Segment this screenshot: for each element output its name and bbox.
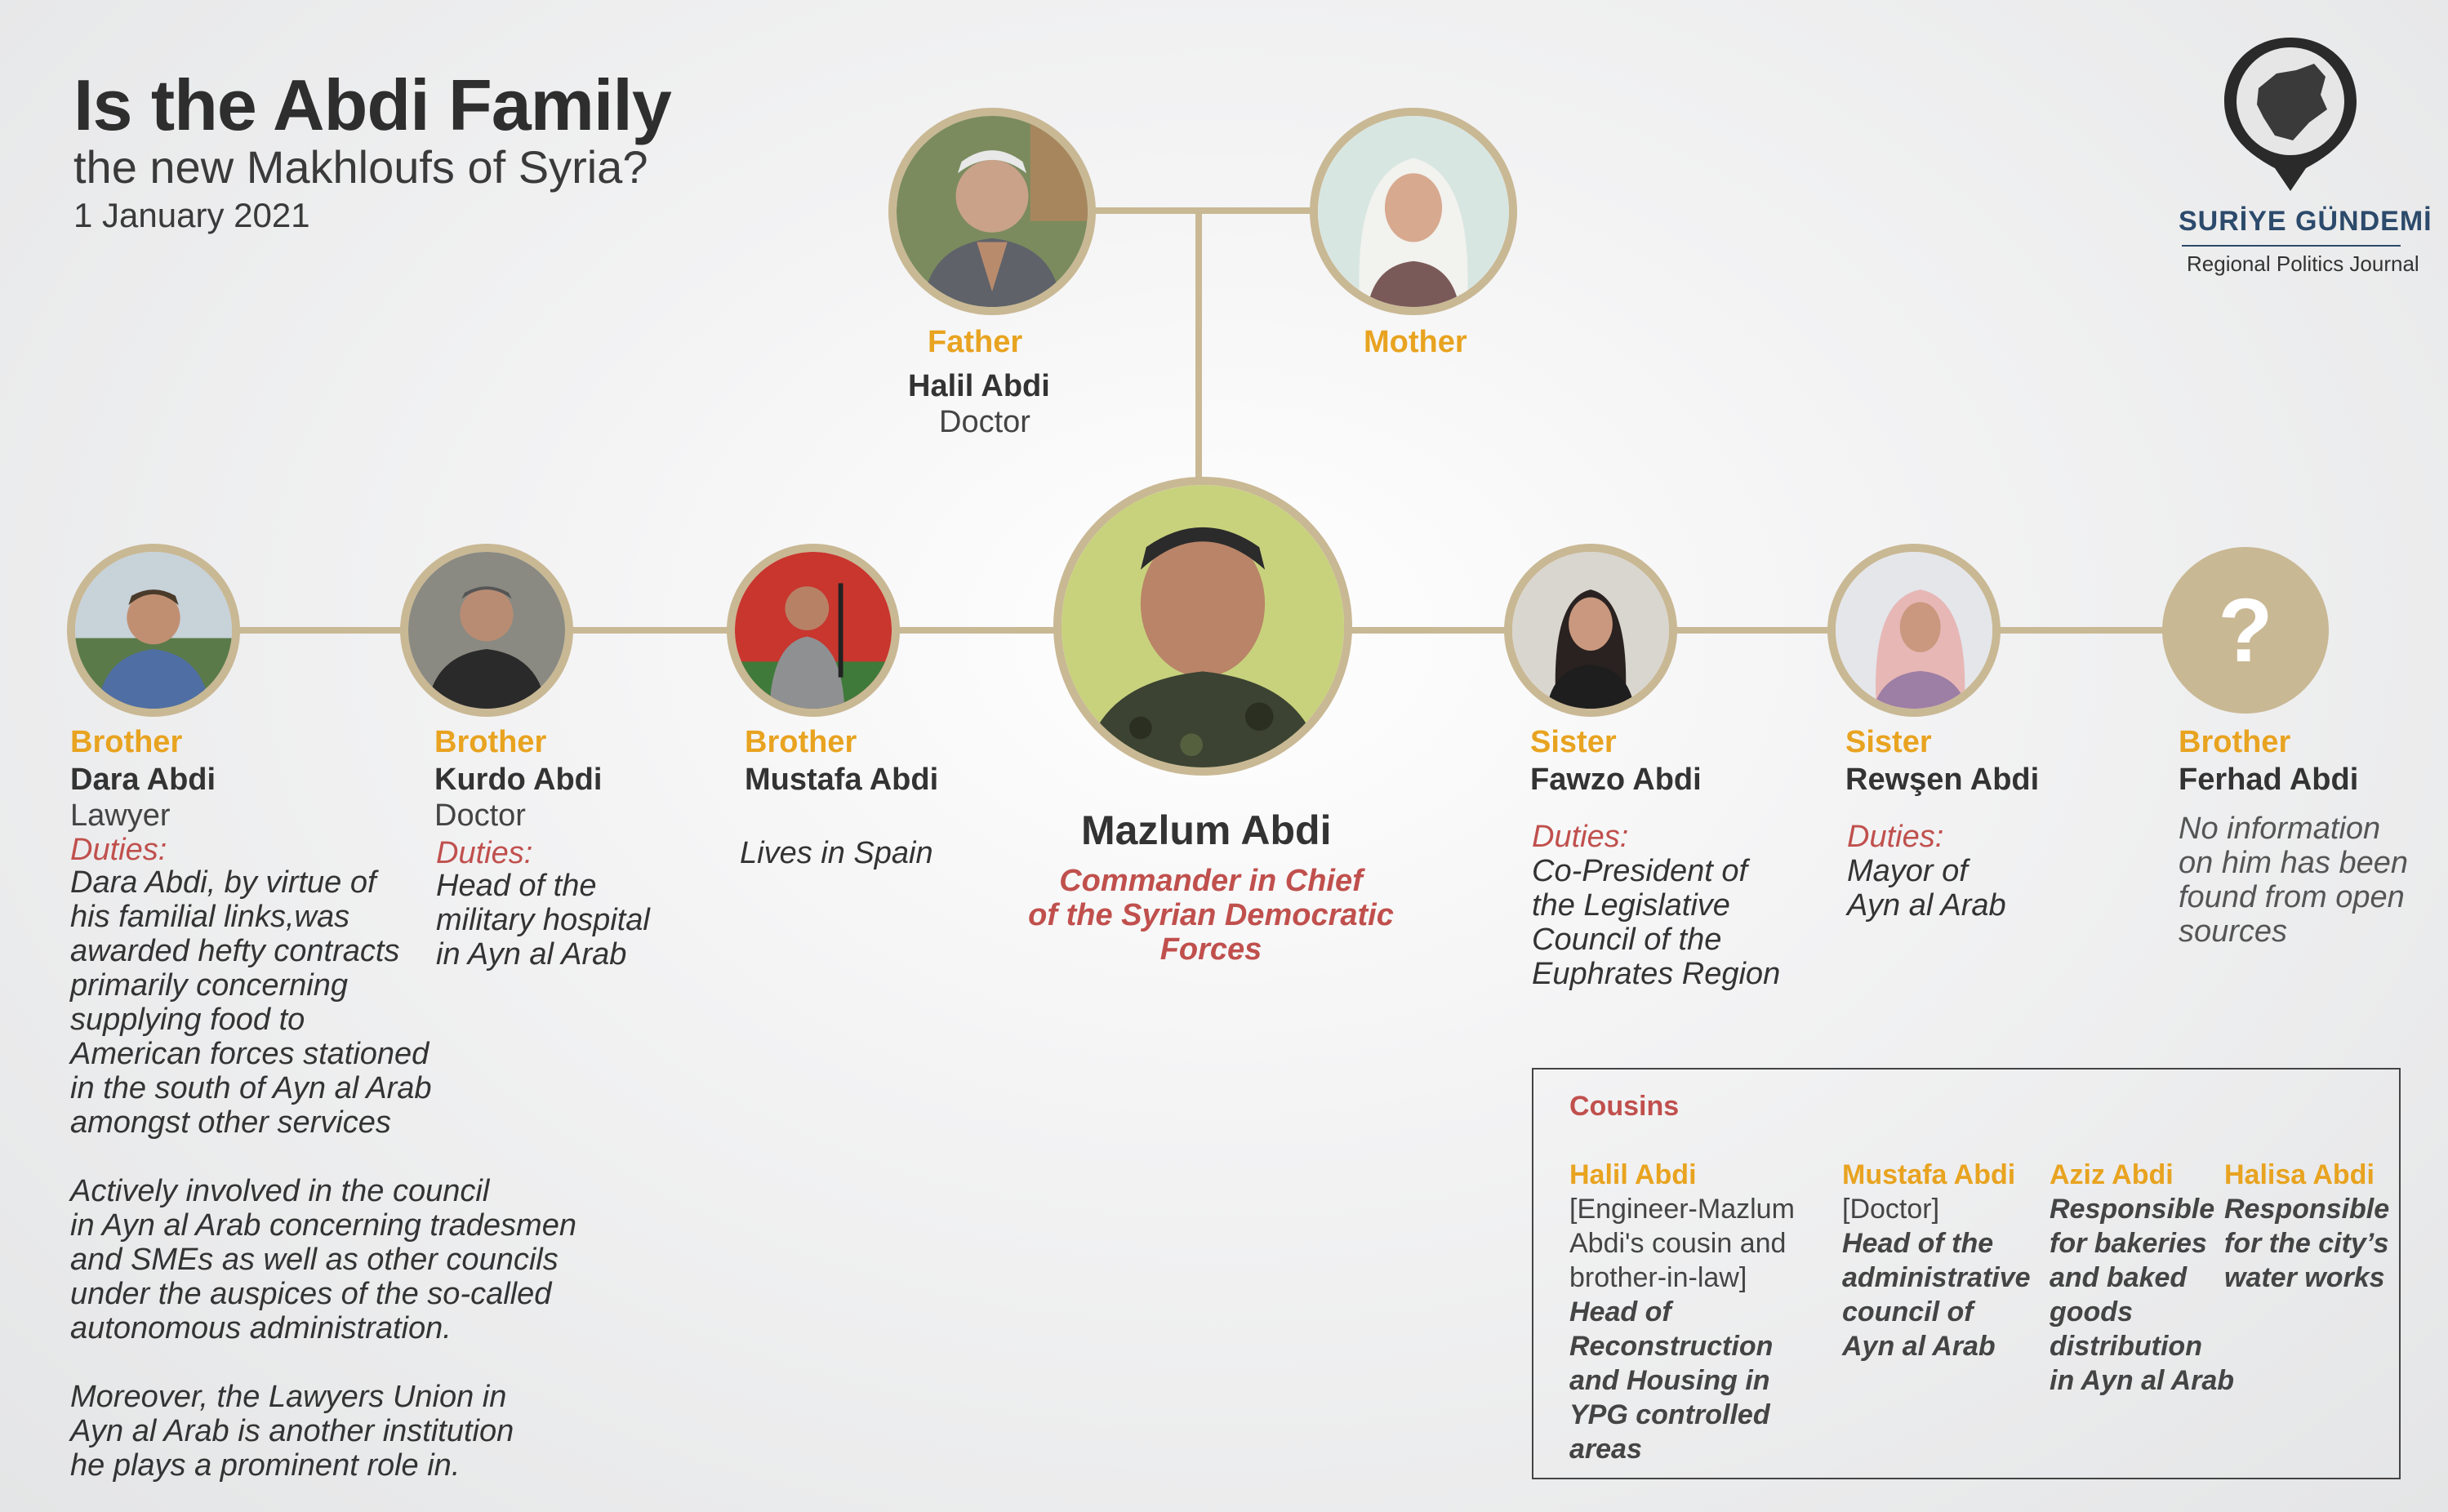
- ferhad-name: Ferhad Abdi: [2179, 763, 2359, 797]
- mustafa-abdi-photo: [727, 544, 900, 717]
- rewsen-name: Rewşen Abdi: [1845, 763, 2040, 797]
- kurdo-role: Brother: [434, 725, 547, 759]
- cousin-duty: Responsible for the city’s water works: [2224, 1192, 2396, 1295]
- fawzo-role: Sister: [1530, 725, 1617, 759]
- dara-duties-text: Dara Abdi, by virtue of his familial lin…: [70, 865, 576, 1483]
- parents-connector: [1091, 207, 1323, 214]
- rewsen-portrait-icon: [1836, 552, 1992, 709]
- rewsen-role: Sister: [1845, 725, 1932, 759]
- father-name: Halil Abdi: [908, 369, 1050, 403]
- father-job: Doctor: [939, 405, 1030, 439]
- father-photo: [888, 108, 1096, 315]
- kurdo-abdi-photo: [400, 544, 573, 717]
- cousin-name: Aziz Abdi: [2050, 1159, 2174, 1190]
- cousin-duty-text: Responsible for bakeries and baked goods…: [2050, 1194, 2235, 1396]
- mazlum-abdi-photo: [1053, 477, 1352, 776]
- cousin-name: Mustafa Abdi: [1842, 1159, 2016, 1190]
- mother-portrait-icon: [1318, 116, 1509, 307]
- mustafa-role: Brother: [745, 725, 857, 759]
- map-pin-logo-icon: [2224, 38, 2357, 191]
- cousins-heading: Cousins: [1569, 1091, 1680, 1122]
- cousin-duty: Head of Reconstruction and Housing in YP…: [1569, 1295, 1823, 1466]
- center-name: Mazlum Abdi: [1081, 807, 1332, 853]
- ferhad-note: No information on him has been found fro…: [2179, 812, 2408, 949]
- kurdo-name: Kurdo Abdi: [434, 763, 603, 797]
- father-portrait-icon: [897, 116, 1088, 307]
- mustafa-portrait-icon: [735, 552, 892, 709]
- fawzo-duties-text: Co-President of the Legislative Council …: [1532, 854, 1781, 991]
- kurdo-portrait-icon: [408, 552, 565, 709]
- center-role: Commander in Chief of the Syrian Democra…: [1028, 864, 1394, 967]
- father-role: Father: [928, 325, 1023, 359]
- dara-role: Brother: [70, 725, 183, 759]
- dara-portrait-icon: [75, 552, 232, 709]
- dara-name: Dara Abdi: [70, 763, 216, 797]
- page-title: Is the Abdi Family: [73, 64, 672, 145]
- cousin-duty-text: Head of Reconstruction and Housing in YP…: [1569, 1296, 1774, 1465]
- kurdo-duties-text: Head of the military hospital in Ayn al …: [436, 869, 650, 972]
- cousin-duty: Head of the administrative council of Ay…: [1842, 1226, 2046, 1363]
- cousin-duty-text: Head of the administrative council of Ay…: [1842, 1228, 2031, 1362]
- cousin-name: Halisa Abdi: [2224, 1159, 2375, 1190]
- logo-divider: [2182, 245, 2401, 247]
- dara-duties-label: Duties:: [70, 833, 167, 867]
- logo-name: SURİYE GÜNDEMİ: [2179, 206, 2432, 237]
- fawzo-abdi-photo: [1504, 544, 1677, 717]
- fawzo-name: Fawzo Abdi: [1530, 763, 1702, 797]
- fawzo-portrait-icon: [1512, 552, 1669, 709]
- dara-job: Lawyer: [70, 798, 171, 833]
- mazlum-portrait-icon: [1062, 485, 1344, 767]
- dara-abdi-photo: [67, 544, 240, 717]
- rewsen-abdi-photo: [1827, 544, 2001, 717]
- logo-tagline: Regional Politics Journal: [2187, 251, 2419, 276]
- cousin-note: [Engineer-Mazlum Abdi's cousin and broth…: [1569, 1194, 1795, 1293]
- mustafa-note: Lives in Spain: [740, 836, 933, 870]
- page-subtitle: the new Makhloufs of Syria?: [73, 141, 648, 193]
- mother-photo: [1310, 108, 1517, 315]
- ferhad-role: Brother: [2179, 725, 2291, 759]
- cousin-duty-text: Responsible for the city’s water works: [2224, 1194, 2390, 1293]
- cousin-name: Halil Abdi: [1569, 1159, 1697, 1190]
- kurdo-duties-label: Duties:: [436, 836, 533, 870]
- rewsen-duties-label: Duties:: [1847, 820, 1944, 854]
- mother-role: Mother: [1364, 325, 1467, 359]
- question-mark-icon: ?: [2218, 580, 2273, 681]
- kurdo-job: Doctor: [434, 798, 526, 833]
- cousin-note: [Doctor]: [1842, 1194, 1940, 1225]
- parents-to-center-connector: [1195, 211, 1202, 482]
- fawzo-duties-label: Duties:: [1532, 820, 1629, 854]
- cousins-box: Cousins Halil Abdi [Engineer-Mazlum Abdi…: [1532, 1068, 2401, 1479]
- mustafa-name: Mustafa Abdi: [745, 763, 939, 797]
- cousin-duty: Responsible for bakeries and baked goods…: [2050, 1192, 2237, 1398]
- ferhad-abdi-photo: ?: [2162, 547, 2329, 714]
- publication-date: 1 January 2021: [73, 196, 310, 234]
- rewsen-duties-text: Mayor of Ayn al Arab: [1847, 854, 2006, 923]
